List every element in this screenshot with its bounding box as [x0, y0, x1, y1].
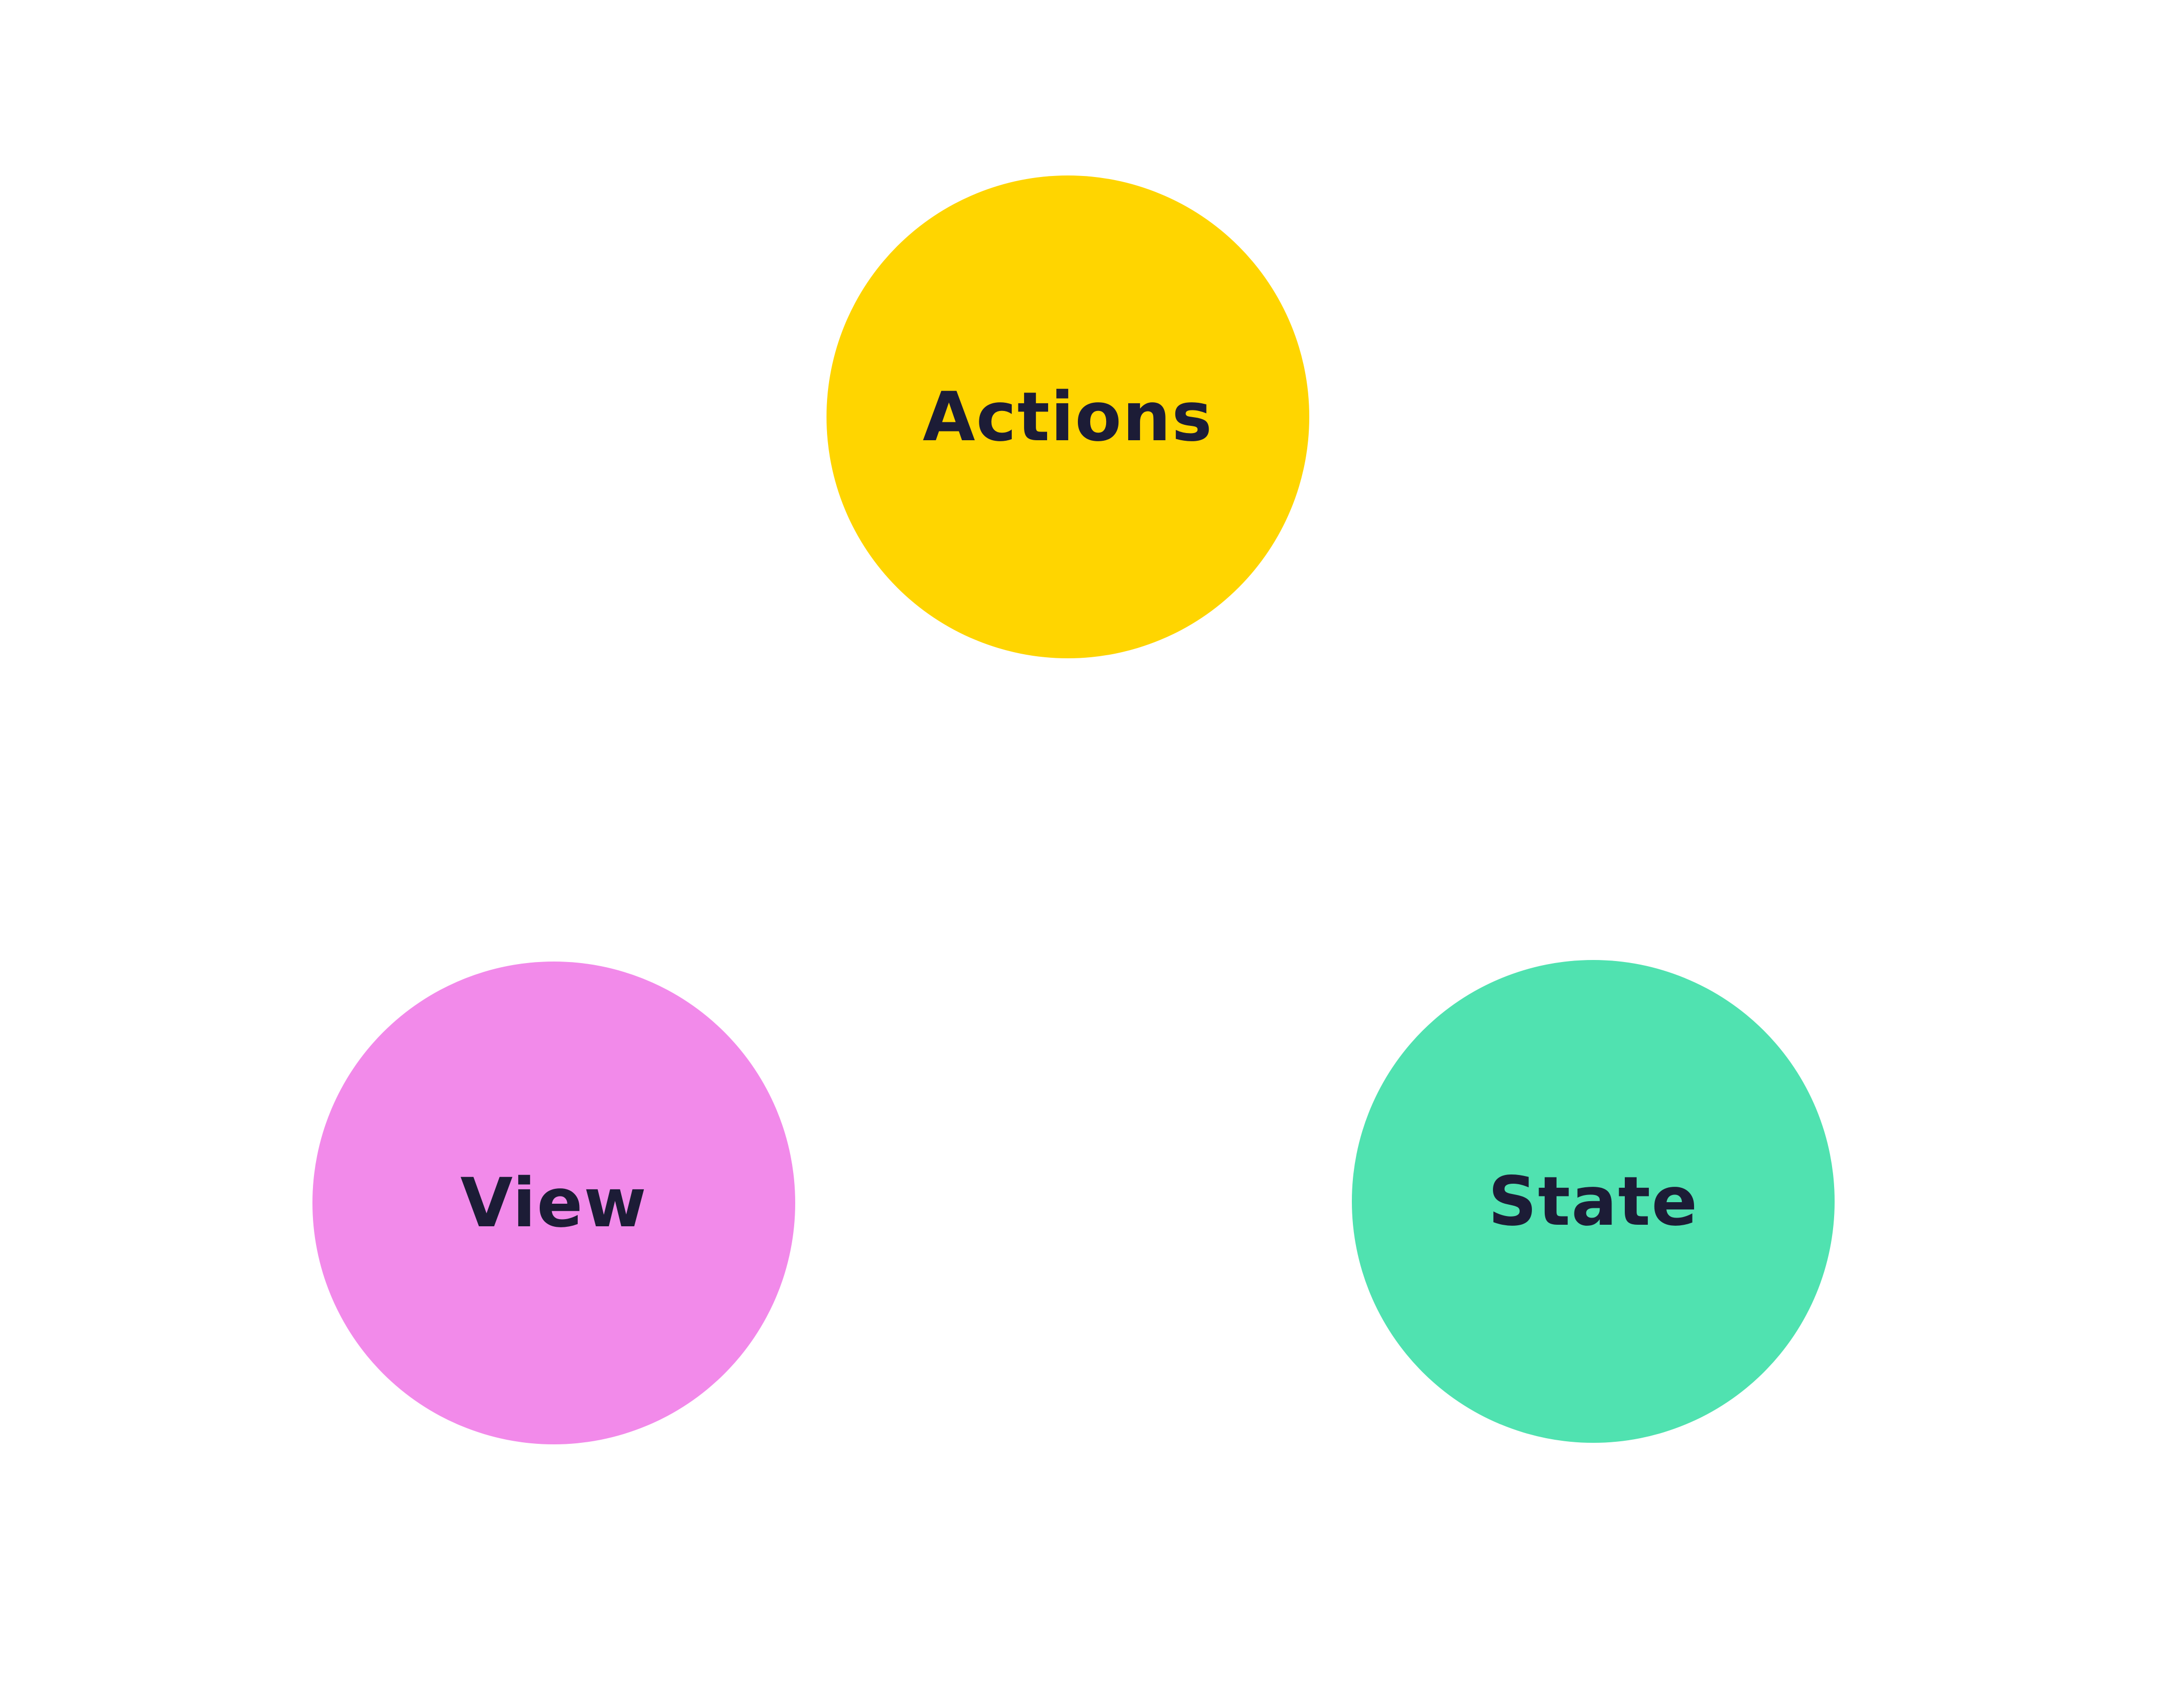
actions-label: Actions [922, 377, 1213, 457]
state-node: State [1352, 960, 1835, 1443]
actions-node: Actions [827, 175, 1309, 658]
state-label: State [1488, 1162, 1699, 1241]
view-node: View [312, 962, 795, 1444]
view-label: View [460, 1163, 647, 1243]
